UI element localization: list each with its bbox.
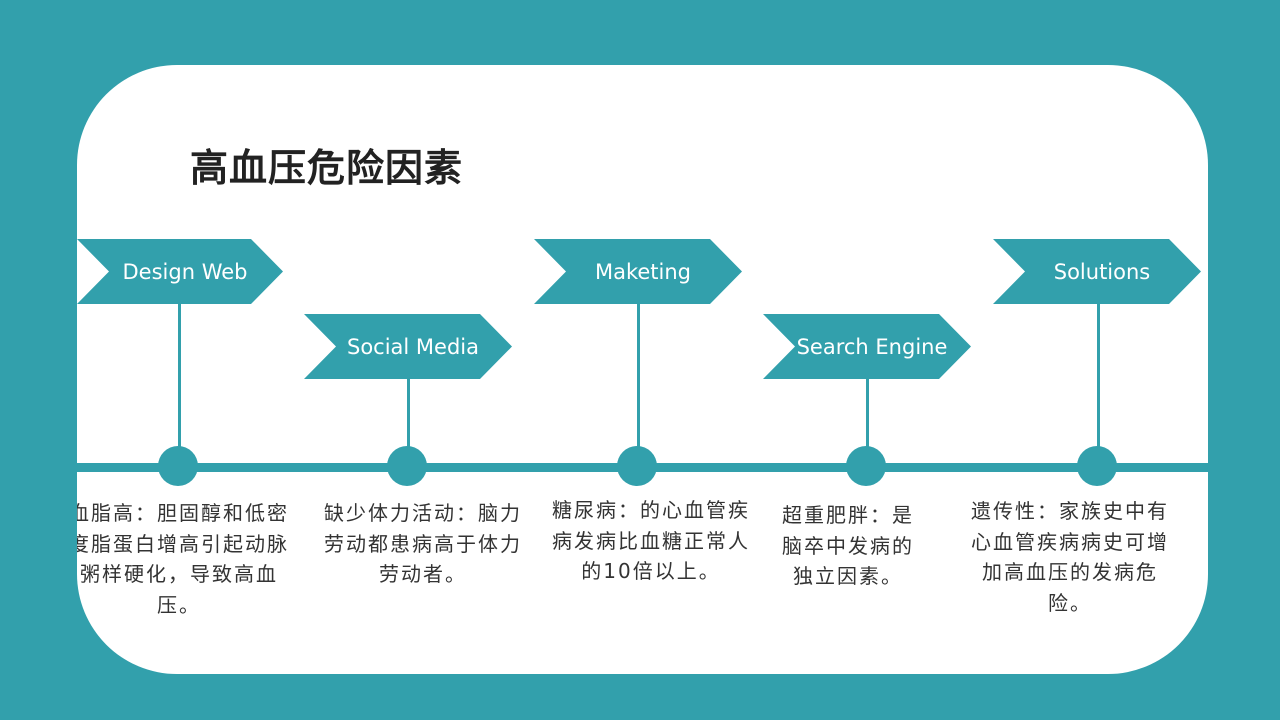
- step-tag-4: Search Engine: [763, 314, 971, 379]
- step-tag-1: Design Web: [77, 239, 283, 304]
- step-description-5: 遗传性：家族史中有心血管疾病病史可增加高血压的发病危险。: [971, 499, 1169, 615]
- timeline-stem-1: [178, 303, 181, 450]
- slide-title: 高血压危险因素: [190, 146, 464, 190]
- timeline-dot-3: [617, 446, 657, 486]
- step-description-1: 血脂高：胆固醇和低密度脂蛋白增高引起动脉粥样硬化，导致高血压。: [77, 501, 289, 617]
- content-card: 高血压危险因素 Design Web 血脂高：胆固醇和低密度脂蛋白增高引起动脉粥…: [77, 65, 1208, 674]
- timeline-stem-4: [866, 378, 869, 450]
- step-description-3: 糖尿病：的心血管疾病发病比血糖正常人的10倍以上。: [552, 498, 750, 583]
- timeline-dot-2: [387, 446, 427, 486]
- timeline-dot-4: [846, 446, 886, 486]
- timeline-dot-1: [158, 446, 198, 486]
- step-description-2: 缺少体力活动：脑力劳动都患病高于体力劳动者。: [324, 501, 522, 586]
- timeline-stem-3: [637, 303, 640, 450]
- step-tag-2: Social Media: [304, 314, 512, 379]
- step-description-4: 超重肥胖：是脑卒中发病的独立因素。: [782, 503, 914, 588]
- timeline-dot-5: [1077, 446, 1117, 486]
- timeline-stem-5: [1097, 303, 1100, 450]
- timeline-stem-2: [407, 378, 410, 450]
- step-tag-5: Solutions: [993, 239, 1201, 304]
- step-tag-3: Maketing: [534, 239, 742, 304]
